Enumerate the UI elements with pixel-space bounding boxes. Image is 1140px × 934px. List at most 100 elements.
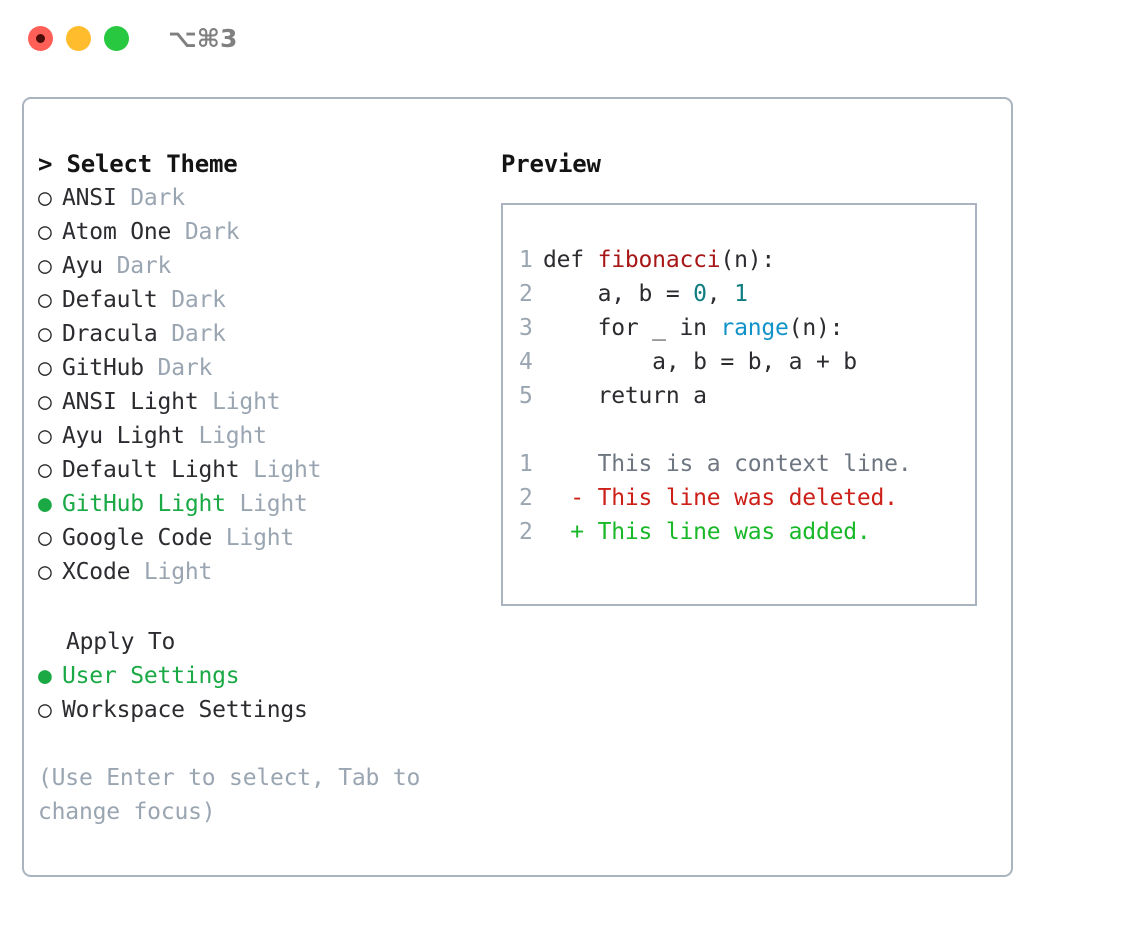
diff-line-add: 2 + This line was added. [519, 515, 975, 549]
code-line: 4 a, b = b, a + b [519, 345, 975, 379]
code-line-number: 2 [519, 281, 533, 307]
diff-line-ctx: 1 This is a context line. [519, 447, 975, 481]
code-token-plain: (n): [788, 315, 844, 341]
select-theme-heading: > Select Theme [38, 150, 238, 178]
close-window-button[interactable] [28, 26, 53, 51]
diff-line-text: This line was added. [597, 519, 871, 545]
maximize-window-button[interactable] [104, 26, 129, 51]
diff-line-del: 2 - This line was deleted. [519, 481, 975, 515]
traffic-light-buttons [28, 26, 129, 51]
radio-selected-icon: ● [38, 663, 52, 689]
theme-option-atom-one[interactable]: ○ Atom One Dark [38, 215, 478, 249]
apply-to-option-label: Workspace Settings [62, 697, 308, 723]
code-token-plain: def [543, 247, 598, 273]
code-token-num: 0 [693, 281, 707, 307]
theme-variant-badge: Dark [184, 219, 240, 245]
radio-unselected-icon: ○ [38, 697, 52, 723]
apply-to-section: Apply To ● User Settings ○ Workspace Settin… [38, 625, 478, 727]
radio-unselected-icon: ○ [38, 423, 52, 449]
radio-unselected-icon: ○ [38, 559, 52, 585]
diff-line-number: 1 [519, 451, 533, 477]
code-line: 2 a, b = 0, 1 [519, 277, 975, 311]
theme-option-label: ANSI Light [62, 389, 199, 415]
theme-variant-badge: Light [253, 457, 322, 483]
theme-selection-column: > Select Theme ○ANSI Dark○Atom One Dark○… [38, 147, 478, 829]
theme-option-label: GitHub [62, 355, 144, 381]
code-line-number: 5 [519, 383, 533, 409]
main-panel: > Select Theme ○ANSI Dark○Atom One Dark○… [22, 97, 1013, 877]
code-line: 5 return a [519, 379, 975, 413]
theme-option-label: ANSI [62, 185, 117, 211]
theme-variant-badge: Light [143, 559, 213, 585]
code-line-number: 4 [519, 349, 533, 375]
radio-unselected-icon: ○ [38, 321, 52, 347]
diff-marker-del: - [543, 485, 598, 511]
radio-unselected-icon: ○ [38, 287, 52, 313]
theme-variant-badge: Dark [171, 287, 226, 313]
theme-option-label: XCode [62, 559, 131, 585]
theme-option-label: Default Light [62, 457, 240, 483]
diff-line-number: 2 [519, 485, 533, 511]
keyboard-hint-text: (Use Enter to select, Tab to change focu… [38, 765, 434, 825]
theme-variant-badge: Light [198, 423, 267, 449]
apply-to-option-label: User Settings [62, 663, 240, 689]
theme-option-github[interactable]: ○ GitHub Dark [38, 351, 478, 385]
theme-variant-badge: Light [239, 491, 308, 517]
radio-unselected-icon: ○ [38, 219, 52, 245]
apply-to-list[interactable]: ● User Settings ○ Workspace Settings [38, 659, 478, 727]
radio-unselected-icon: ○ [38, 389, 52, 415]
apply-to-heading: Apply To [66, 629, 176, 655]
diff-line-text: This is a context line. [597, 451, 912, 477]
theme-option-label: Atom One [62, 219, 172, 245]
code-line-number: 3 [519, 315, 533, 341]
theme-option-dracula[interactable]: ○Dracula Dark [38, 317, 478, 351]
preview-heading: Preview [501, 150, 601, 178]
keyboard-shortcut-label: ⌥⌘3 [168, 24, 238, 53]
code-token-plain: a, b = [543, 281, 694, 307]
radio-unselected-icon: ○ [38, 457, 52, 483]
apply-to-option-user-settings[interactable]: ● User Settings [38, 659, 478, 693]
theme-option-google-code[interactable]: ○Google Code Light [38, 521, 478, 555]
code-diff-spacer [519, 413, 975, 447]
apply-to-option-workspace-settings[interactable]: ○ Workspace Settings [38, 693, 478, 727]
radio-unselected-icon: ○ [38, 253, 52, 279]
theme-option-ayu-light[interactable]: ○ Ayu Light Light [38, 419, 478, 453]
theme-variant-badge: Dark [157, 355, 213, 381]
theme-variant-badge: Dark [130, 185, 185, 211]
theme-option-ansi[interactable]: ○ ANSI Dark [38, 181, 478, 215]
diff-line-text: This line was deleted. [597, 485, 898, 511]
theme-option-label: Ayu Light [62, 423, 185, 449]
diff-line-number: 2 [519, 519, 533, 545]
diff-sample-block: 1 This is a context line.2 - This line w… [519, 447, 975, 549]
theme-option-default-light[interactable]: ○ Default Light Light [38, 453, 478, 487]
minimize-window-button[interactable] [66, 26, 91, 51]
radio-unselected-icon: ○ [38, 355, 52, 381]
theme-option-ansi-light[interactable]: ○ANSI Light Light [38, 385, 478, 419]
theme-option-xcode[interactable]: ○ XCode Light [38, 555, 478, 589]
code-line-number: 1 [519, 247, 533, 273]
radio-unselected-icon: ○ [38, 185, 52, 211]
code-line: 1 def fibonacci(n): [519, 243, 975, 277]
code-token-plain: a, b = b, a + b [543, 349, 857, 375]
radio-selected-icon: ● [38, 491, 52, 517]
theme-option-label: GitHub Light [62, 491, 226, 517]
diff-marker-add: + [543, 519, 598, 545]
theme-list[interactable]: ○ ANSI Dark ○ Atom One Dark ○ Ayu Dark ○ Defaul… [38, 181, 478, 589]
code-token-plain: , [706, 281, 735, 307]
radio-unselected-icon: ○ [38, 525, 52, 551]
code-token-call: range [720, 315, 789, 341]
theme-option-github-light[interactable]: ● GitHub Light Light [38, 487, 478, 521]
code-line: 3 for _ in range(n): [519, 311, 975, 345]
window-titlebar: ⌥⌘3 [0, 0, 1140, 78]
code-token-plain: (n): [720, 247, 776, 273]
code-token-fn: fibonacci [597, 247, 721, 273]
theme-variant-badge: Dark [116, 253, 172, 279]
code-token-num: 1 [734, 281, 748, 307]
theme-option-label: Default [62, 287, 158, 313]
theme-option-label: Ayu [62, 253, 103, 279]
code-token-plain: return a [543, 383, 707, 409]
theme-option-ayu[interactable]: ○ Ayu Dark [38, 249, 478, 283]
theme-option-default[interactable]: ○ Default Dark [38, 283, 478, 317]
